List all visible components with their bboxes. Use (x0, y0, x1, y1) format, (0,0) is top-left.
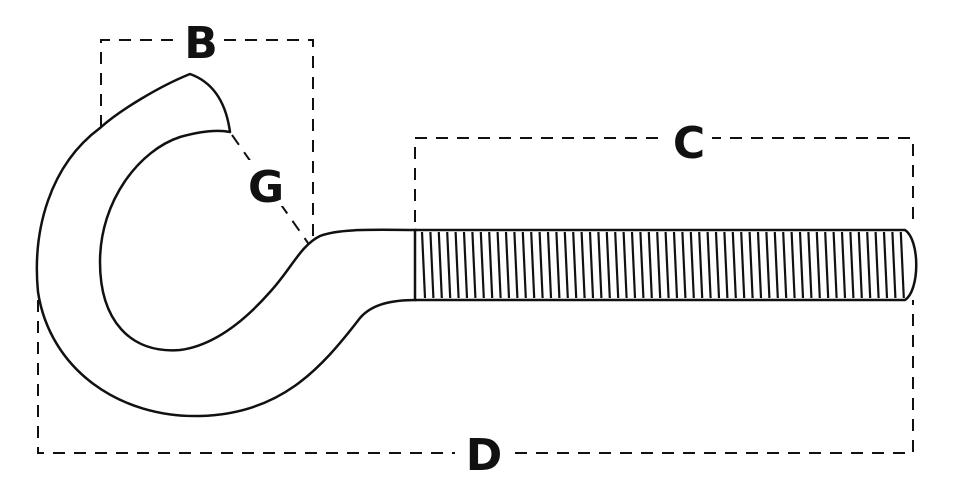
thread-line (706, 231, 712, 299)
thread-line (479, 231, 485, 299)
label-b: B (184, 18, 218, 69)
thread-line (891, 231, 897, 299)
label-g: G (248, 162, 284, 213)
thread-line (698, 231, 704, 299)
thread-line (798, 231, 805, 299)
thread-line (740, 231, 746, 299)
thread-line (790, 231, 796, 299)
thread-line (681, 231, 687, 299)
thread-line (437, 231, 443, 299)
thread-line (723, 231, 729, 299)
thread-line (622, 231, 628, 299)
thread-line (664, 231, 670, 299)
thread-line (446, 231, 452, 299)
thread-line (580, 231, 586, 299)
thread-line (849, 231, 855, 299)
thread-line (815, 231, 821, 299)
thread-line (882, 231, 889, 299)
thread-line (513, 231, 519, 299)
thread-line (765, 231, 771, 299)
thread-line (832, 231, 838, 299)
thread-line (521, 231, 527, 299)
thread-line (496, 231, 502, 299)
thread-line (420, 231, 427, 299)
thread-line (748, 231, 754, 299)
thread-line (731, 231, 737, 299)
thread-line (773, 231, 779, 299)
thread-line (555, 231, 561, 299)
label-d: D (466, 430, 503, 481)
thread-line (471, 231, 477, 299)
thread-line (824, 231, 830, 299)
thread-line (630, 231, 637, 299)
thread-line (756, 231, 763, 299)
thread-line (563, 231, 569, 299)
dimension-c-bracket (414, 137, 914, 222)
thread-line (866, 231, 872, 299)
thread-line (840, 231, 847, 299)
thread-line (639, 231, 645, 299)
thread-line (429, 231, 435, 299)
thread-lines (420, 231, 905, 299)
thread-line (588, 231, 595, 299)
thread-line (605, 231, 611, 299)
thread-line (538, 231, 544, 299)
label-d-background (455, 430, 515, 480)
thread-line (614, 231, 620, 299)
thread-line (857, 231, 863, 299)
thread-line (504, 231, 511, 299)
thread-line (782, 231, 788, 299)
thread-line (454, 231, 460, 299)
label-c-background (666, 116, 712, 162)
label-g-background (243, 160, 289, 206)
thread-line (689, 231, 695, 299)
thread-line (672, 231, 679, 299)
thread-line (530, 231, 536, 299)
label-b-background (178, 18, 224, 64)
hook-body (35, 72, 418, 418)
thread-line (488, 231, 494, 299)
thread-line (647, 231, 653, 299)
thread-line (874, 231, 880, 299)
thread-line (572, 231, 578, 299)
thread-line (546, 231, 553, 299)
threaded-shank (413, 228, 918, 302)
thread-line (656, 231, 662, 299)
thread-line (714, 231, 721, 299)
thread-line (807, 231, 813, 299)
thread-line (462, 231, 469, 299)
thread-line (899, 231, 905, 299)
label-c: C (673, 118, 705, 169)
thread-line (597, 231, 603, 299)
